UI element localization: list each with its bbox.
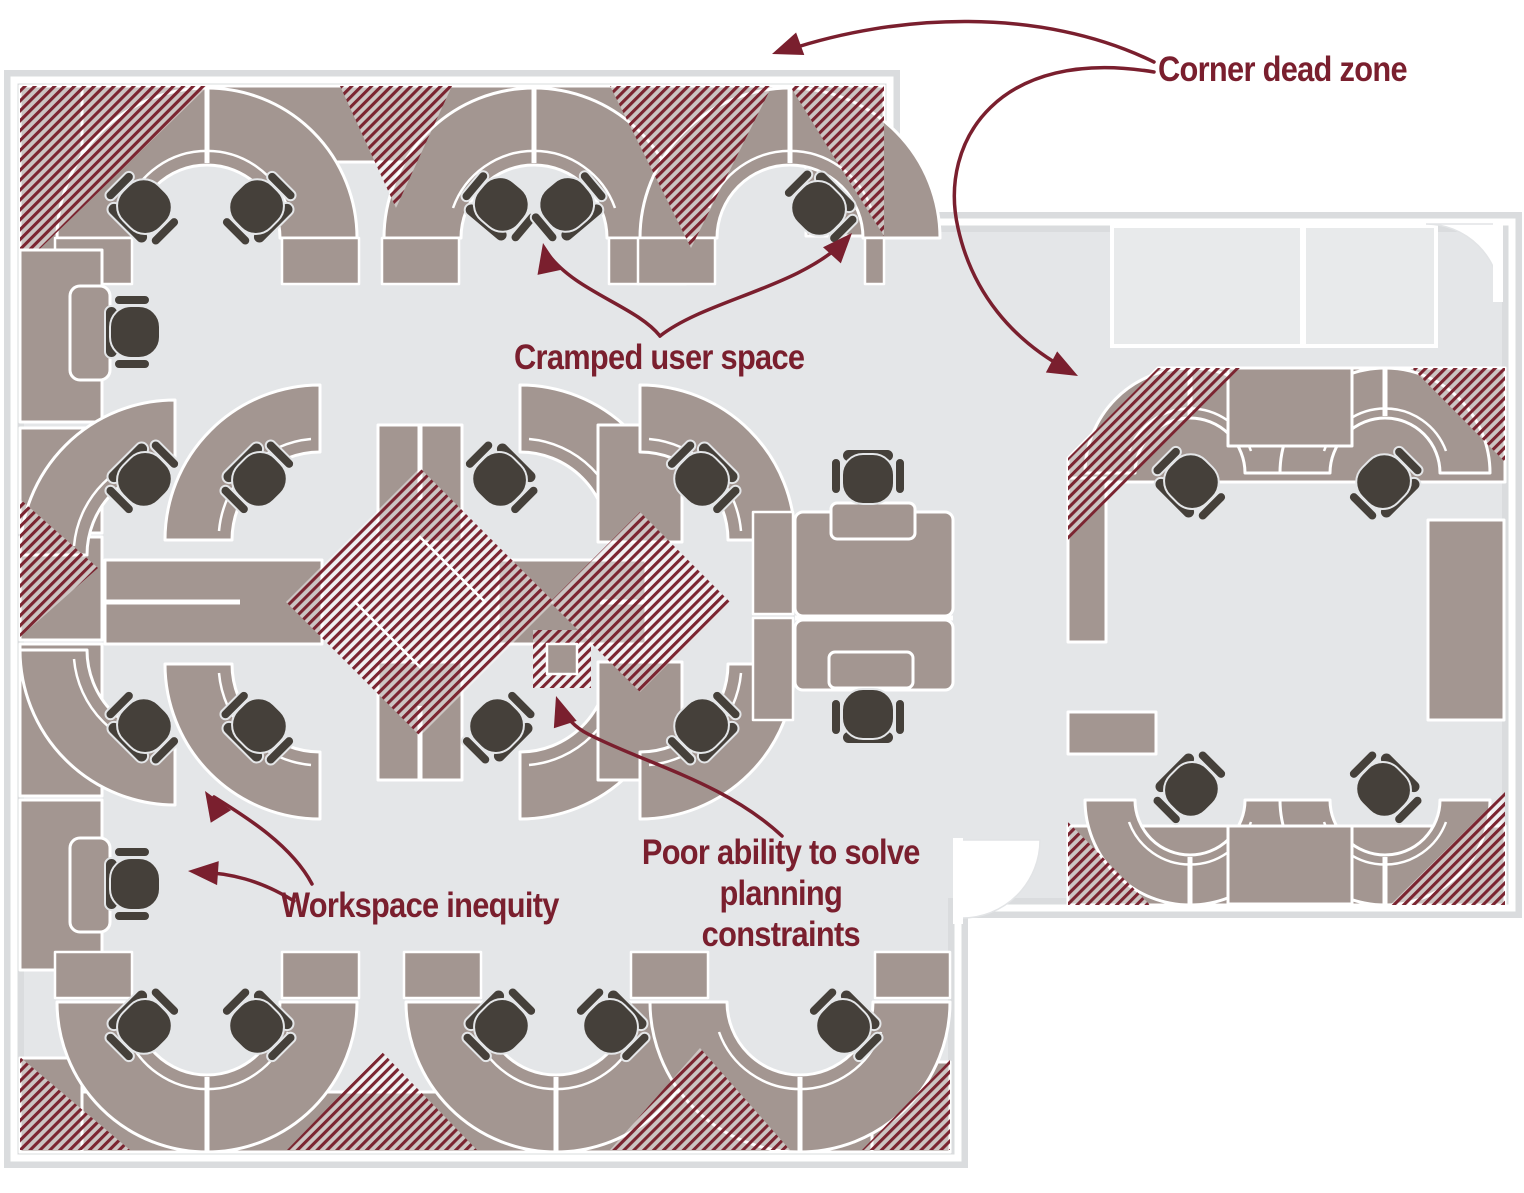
bottom-workstation-band	[18, 950, 952, 1154]
label-planning-constraints-line1: Poor ability to solve	[641, 833, 921, 872]
dead-zone-corner	[1068, 368, 1240, 540]
door-leaf	[1493, 222, 1503, 302]
label-workspace-inequity: Workspace inequity	[281, 886, 559, 925]
dead-zone-corner-topleft	[20, 86, 208, 268]
label-cramped-user-space: Cramped user space	[514, 338, 805, 377]
face-to-face-desks	[793, 501, 955, 692]
arrow-corner-dead-zone-2	[952, 65, 1156, 372]
wall-desk	[1426, 518, 1506, 722]
open-office-area	[18, 84, 955, 1154]
pinwheel-pod-b	[533, 385, 795, 819]
arrow-inequity-1	[212, 795, 314, 886]
dead-zone-corner	[1390, 792, 1505, 905]
filler-panel	[545, 642, 579, 676]
annotation-arrows	[188, 19, 1156, 903]
arrow-corner-dead-zone-1	[786, 19, 1156, 64]
top-workstation-band	[18, 84, 940, 286]
dead-zone-corner	[1068, 822, 1150, 905]
dead-zone-corner-bottomright	[862, 1060, 950, 1150]
keyboard-tray	[829, 501, 917, 541]
label-planning-constraints: Poor ability to solve planning constrain…	[640, 832, 922, 955]
dead-zone-pod-center	[286, 468, 554, 736]
dead-zone-corner-bottomleft	[20, 1057, 130, 1150]
center-desk	[1226, 366, 1354, 448]
dead-zone-v	[287, 1052, 477, 1150]
dead-zone-leftwall	[20, 499, 98, 637]
wall-cabinet	[1110, 224, 1304, 348]
door-leaf	[953, 838, 963, 924]
wall-cabinet	[1302, 224, 1438, 348]
label-corner-dead-zone: Corner dead zone	[1158, 50, 1408, 89]
dead-zone-v	[340, 86, 452, 208]
dead-zone-v	[610, 86, 772, 248]
dead-zone-corner-topright	[790, 86, 884, 236]
keyboard-tray	[827, 650, 915, 690]
meeting-desk-cluster-bottom	[1066, 710, 1507, 907]
door-swing-bottom	[961, 839, 1041, 919]
pinwheel-pod-a	[103, 383, 675, 819]
arrow-cramped-1	[546, 252, 662, 338]
center-desk	[1226, 824, 1354, 906]
dead-zone-pod-center	[550, 512, 730, 692]
dead-zone-v	[610, 1048, 790, 1150]
label-planning-constraints-line2: planning constraints	[701, 874, 861, 954]
arrow-cramped-2	[658, 238, 848, 338]
dead-zone-corner	[1412, 368, 1505, 462]
left-wall-desks	[18, 248, 177, 972]
